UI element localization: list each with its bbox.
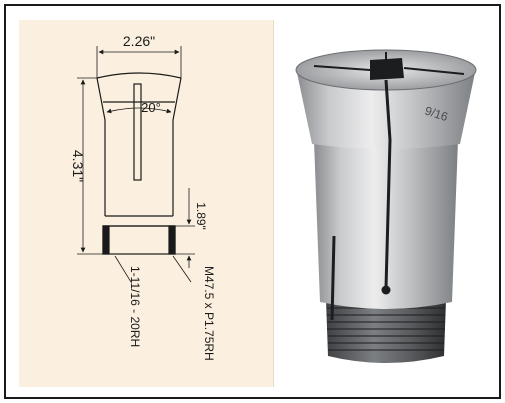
- dim-length: [77, 77, 103, 255]
- thread-hatch-left: [102, 225, 110, 255]
- photo-side-slot: [330, 235, 336, 321]
- photo-slot-left: [313, 65, 371, 71]
- thread-metric-label: M47.5 x P1.75RH: [202, 266, 216, 361]
- technical-drawing-panel: 2.26" 20° 4.31" 1.89" 1: [19, 20, 274, 387]
- leader-imperial: [114, 255, 132, 283]
- collet-size-marking: 9/16: [423, 104, 450, 125]
- dim-length-label: 4.31": [70, 150, 86, 182]
- dim-angle: [106, 107, 172, 114]
- photo-slot-hole: [381, 285, 391, 295]
- photo-slot-right: [403, 67, 465, 75]
- dim-diameter: [96, 46, 182, 78]
- collet-slot: [133, 83, 142, 181]
- dim-thread-length: [175, 188, 195, 268]
- leader-metric: [172, 255, 192, 283]
- collet-drawing: 2.26" 20° 4.31" 1.89" 1: [70, 33, 216, 361]
- collet-head-right: [172, 77, 182, 140]
- photo-thread: [326, 300, 446, 363]
- collet-outline: [96, 72, 182, 255]
- collet-photo-panel: 9/16: [274, 20, 489, 387]
- collet-head-left: [96, 77, 106, 140]
- thread-section: [102, 225, 176, 255]
- collet-photo: 9/16: [295, 49, 477, 363]
- dim-diameter-label: 2.26": [123, 33, 155, 49]
- thread-imperial-label: 1-11/16 - 20RH: [128, 266, 142, 347]
- collet-head-top: [96, 72, 182, 79]
- photo-body: [314, 140, 458, 309]
- figure-frame: 2.26" 20° 4.31" 1.89" 1: [4, 4, 501, 399]
- thread-hatch-right: [168, 225, 176, 255]
- photo-body-slot: [384, 79, 392, 289]
- photo-bore: [370, 58, 404, 80]
- dim-thread-length-label: 1.89": [194, 202, 208, 230]
- dim-angle-label: 20°: [141, 100, 161, 115]
